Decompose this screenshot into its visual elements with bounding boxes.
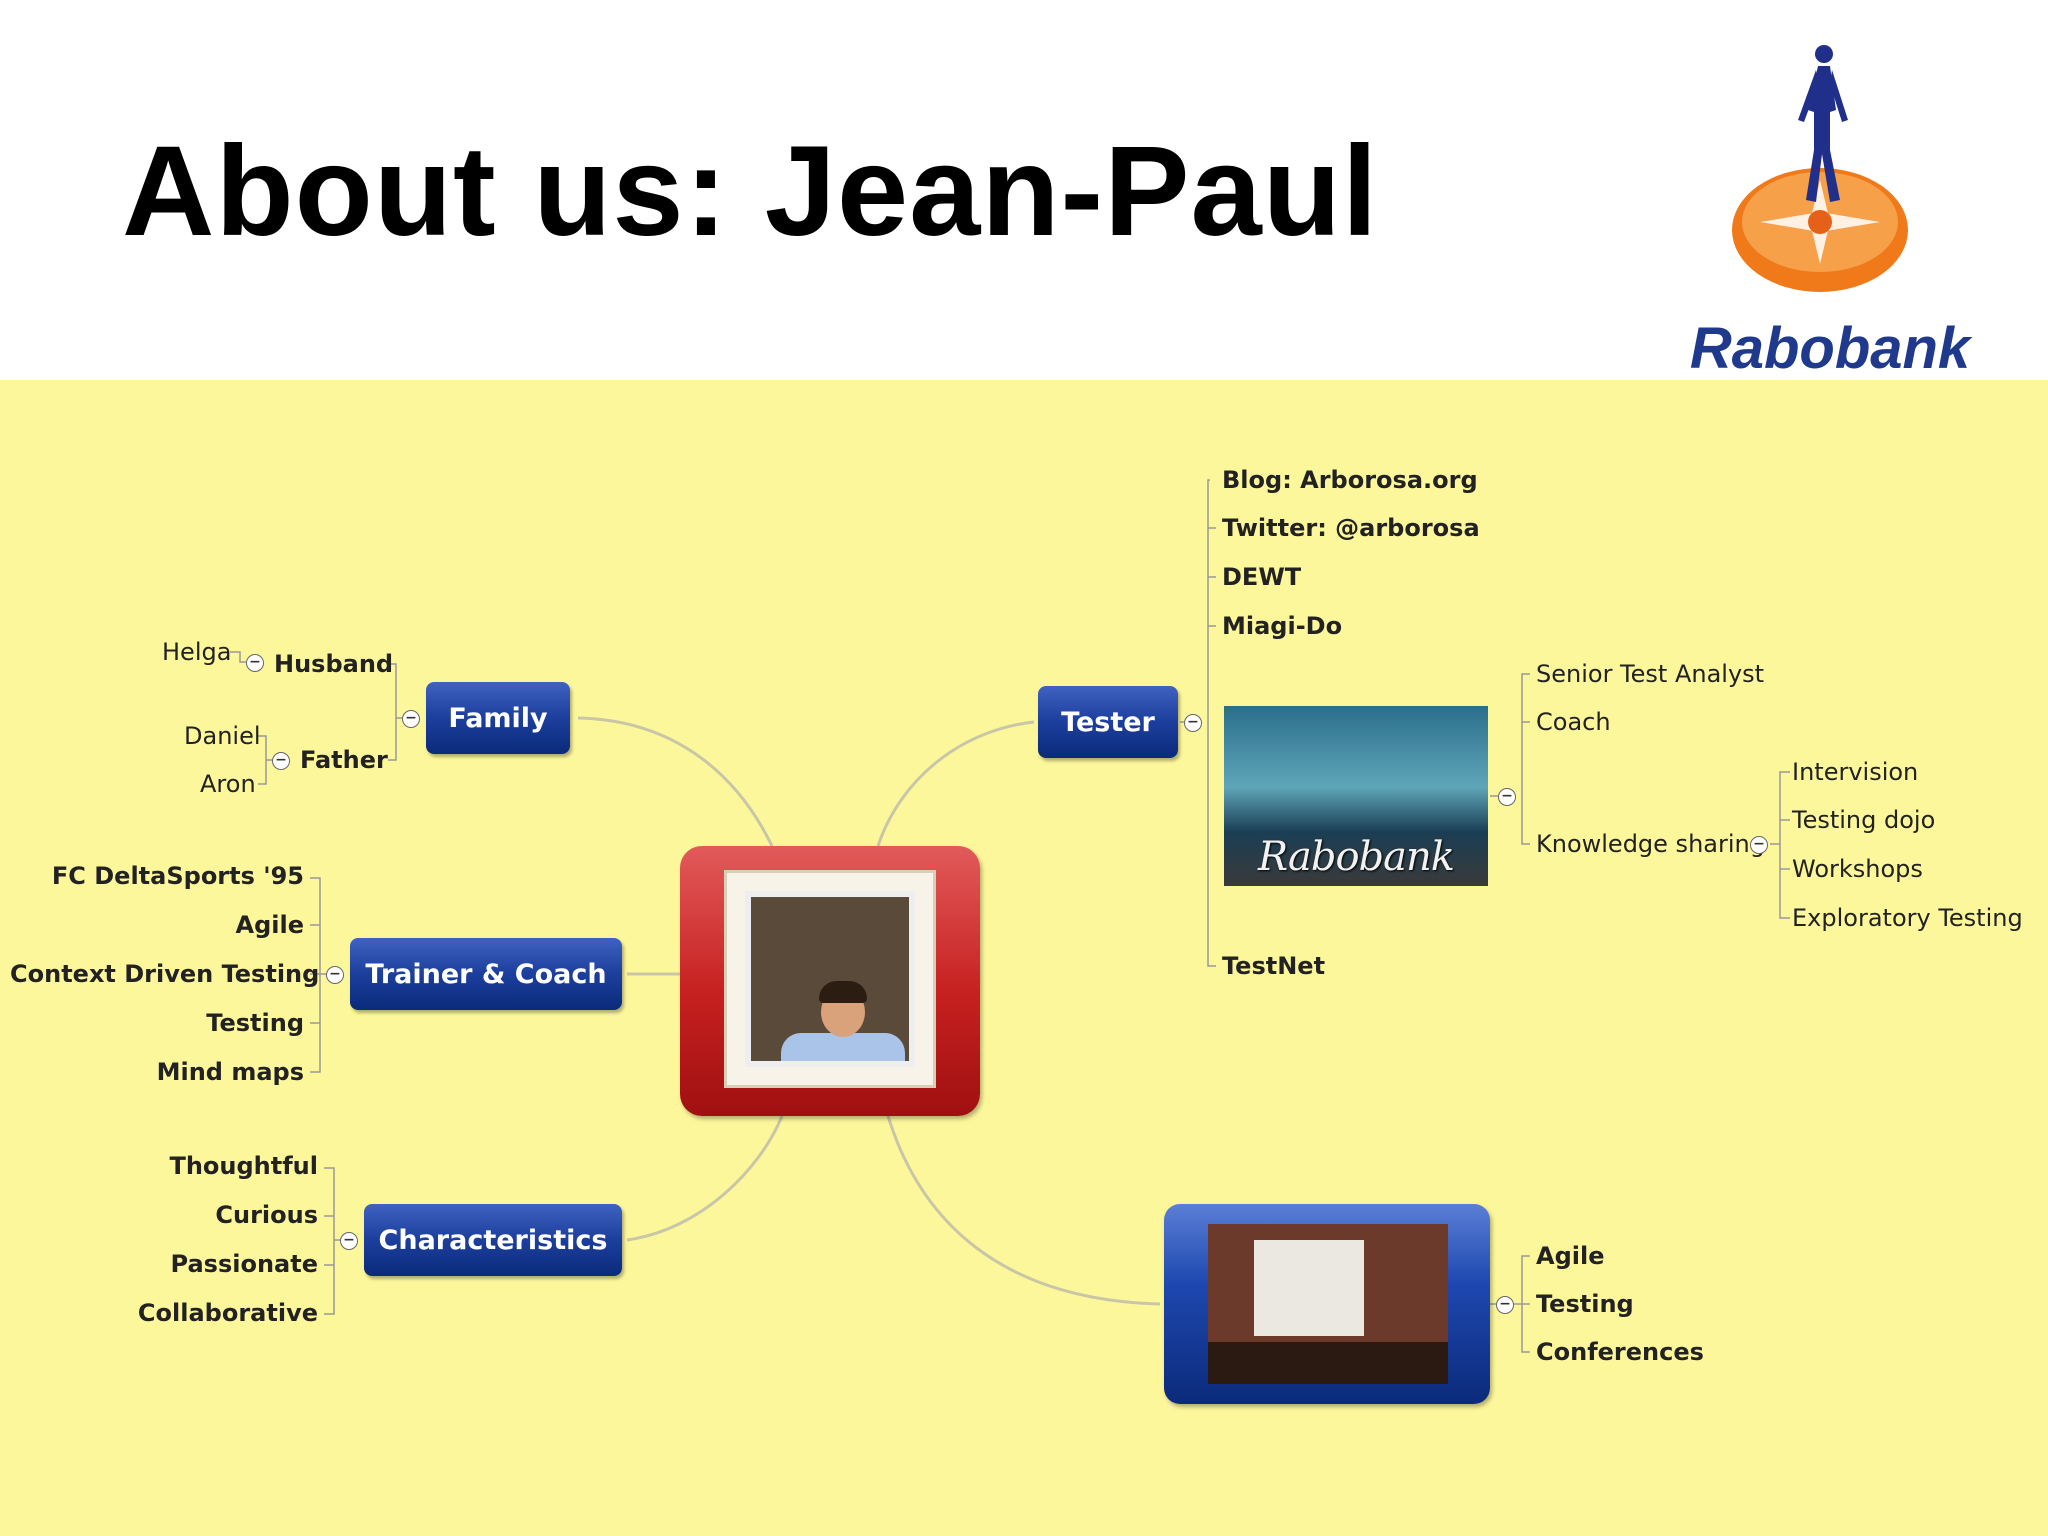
speaking-item: Conferences — [1536, 1338, 1704, 1366]
role-item: Senior Test Analyst — [1536, 660, 1765, 688]
characteristic-item: Thoughtful — [169, 1152, 318, 1180]
rabobank-emblem-icon — [1732, 45, 1908, 292]
trainer-item: Context Driven Testing — [10, 960, 320, 988]
collapse-tester-icon[interactable]: − — [1184, 714, 1202, 732]
node-tester[interactable]: Tester — [1038, 686, 1178, 758]
rabobank-building-photo: Rabobank — [1224, 706, 1488, 886]
collapse-father-icon[interactable]: − — [272, 752, 290, 770]
collapse-photo-icon[interactable]: − — [1498, 788, 1516, 806]
label-helga: Helga — [162, 638, 232, 666]
center-photo-node[interactable] — [680, 846, 980, 1116]
label-father: Father — [300, 746, 388, 774]
knowledge-item: Workshops — [1792, 855, 1923, 883]
photo-sign-text: Rabobank — [1257, 834, 1455, 880]
collapse-characteristics-icon[interactable]: − — [340, 1232, 358, 1250]
collapse-trainer-icon[interactable]: − — [326, 966, 344, 984]
collapse-family-icon[interactable]: − — [402, 710, 420, 728]
mindmap-canvas — [0, 380, 2048, 1536]
label-daniel: Daniel — [184, 722, 261, 750]
tester-item: Miagi-Do — [1222, 612, 1343, 640]
node-characteristics[interactable]: Characteristics — [364, 1204, 622, 1276]
characteristic-item: Passionate — [170, 1250, 318, 1278]
collapse-husband-icon[interactable]: − — [246, 654, 264, 672]
window-photo — [724, 870, 936, 1088]
person-photo — [745, 891, 915, 1067]
label-husband: Husband — [274, 650, 394, 678]
tester-item-testnet: TestNet — [1222, 952, 1326, 980]
trainer-item: Testing — [206, 1009, 304, 1037]
knowledge-item: Exploratory Testing — [1792, 904, 2023, 932]
trainer-item: Agile — [235, 911, 304, 939]
knowledge-item: Testing dojo — [1792, 806, 1936, 834]
logo-text: Rabobank — [1689, 316, 1971, 381]
slide-title: About us: Jean-Paul — [122, 120, 1379, 263]
trainer-item: FC DeltaSports '95 — [51, 862, 304, 890]
rabobank-logo: Rabobank — [1680, 40, 1980, 381]
conference-photo — [1208, 1224, 1448, 1384]
knowledge-item: Intervision — [1792, 758, 1919, 786]
slide-header: About us: Jean-Paul Rabobank — [0, 0, 2048, 381]
speaking-item: Agile — [1536, 1242, 1605, 1270]
characteristic-item: Collaborative — [137, 1299, 318, 1327]
node-family[interactable]: Family — [426, 682, 570, 754]
collapse-speaking-icon[interactable]: − — [1496, 1296, 1514, 1314]
label-knowledge-sharing: Knowledge sharing — [1536, 830, 1765, 858]
role-item: Coach — [1536, 708, 1611, 736]
tester-item: DEWT — [1222, 563, 1302, 591]
speaking-item: Testing — [1536, 1290, 1634, 1318]
characteristic-item: Curious — [215, 1201, 318, 1229]
collapse-knowledge-icon[interactable]: − — [1750, 836, 1768, 854]
trainer-item: Mind maps — [156, 1058, 304, 1086]
speaking-photo-node[interactable] — [1164, 1204, 1490, 1404]
node-trainer-coach[interactable]: Trainer & Coach — [350, 938, 622, 1010]
tester-item: Twitter: @arborosa — [1222, 514, 1480, 542]
label-aron: Aron — [200, 770, 256, 798]
tester-item: Blog: Arborosa.org — [1222, 466, 1478, 494]
